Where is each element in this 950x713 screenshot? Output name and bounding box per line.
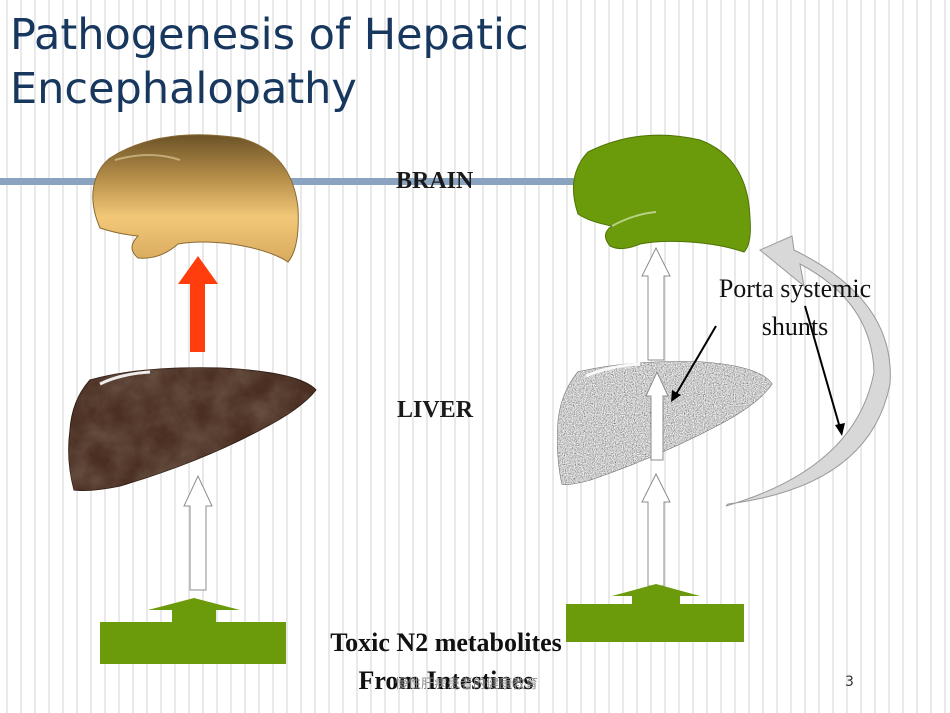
slide-title: Pathogenesis of Hepatic Encephalopathy bbox=[10, 8, 529, 116]
intestine-block-left bbox=[100, 598, 286, 664]
title-rule bbox=[0, 178, 600, 185]
brain-fold bbox=[611, 211, 657, 227]
brain-label: BRAIN bbox=[396, 168, 474, 194]
source-label-line-2: From Intestines bbox=[358, 666, 534, 695]
slide-footer: 慢性肝病患者的健康教育 bbox=[395, 677, 539, 692]
white-arrow-intestine-to-liver-right bbox=[641, 472, 671, 587]
white-arrow-liver-to-brain-right bbox=[641, 246, 671, 361]
red-arrow-up bbox=[178, 256, 218, 352]
shunt-pointer-lines bbox=[671, 305, 845, 436]
intestine-block-right bbox=[566, 584, 744, 642]
page-number: 3 bbox=[845, 674, 854, 690]
shunt-label-line-2: shunts bbox=[761, 312, 829, 341]
brain-affected-shape bbox=[572, 134, 751, 253]
white-arrow-intestine-to-liver-left bbox=[183, 474, 213, 591]
brain-normal-shape bbox=[92, 134, 299, 263]
liver-normal bbox=[68, 367, 317, 491]
liver-label: LIVER bbox=[397, 397, 474, 423]
shunt-bypass-arrow bbox=[725, 235, 891, 507]
title-line-2: Encephalopathy bbox=[10, 64, 357, 114]
source-label: Toxic N2 metabolites From Intestines bbox=[300, 624, 592, 700]
white-arrow-inside-liver bbox=[645, 370, 669, 461]
shunt-label: Porta systemic shunts bbox=[700, 270, 890, 346]
shunt-label-line-1: Porta systemic bbox=[718, 274, 872, 303]
brain-highlight bbox=[114, 154, 181, 161]
title-line-1: Pathogenesis of Hepatic bbox=[10, 10, 529, 60]
source-label-line-1: Toxic N2 metabolites bbox=[330, 628, 562, 657]
liver-cirrhotic bbox=[557, 361, 773, 485]
